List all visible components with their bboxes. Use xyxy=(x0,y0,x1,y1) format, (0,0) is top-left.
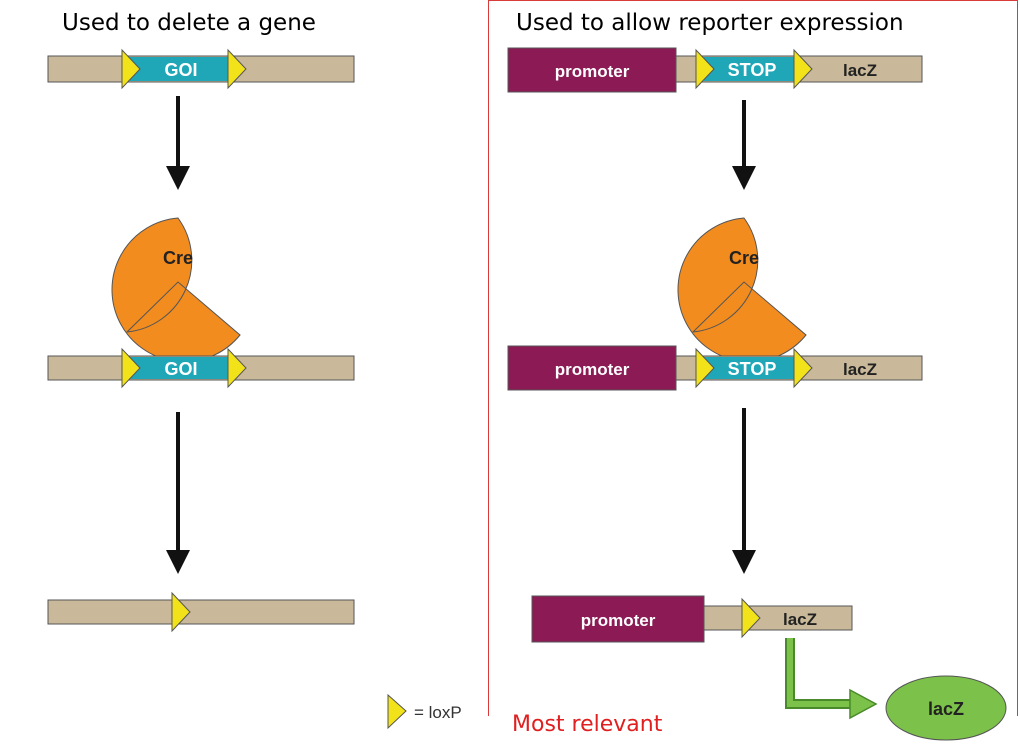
promoter-label: promoter xyxy=(555,360,630,379)
loxp-icon xyxy=(741,597,761,639)
lacz-label: lacZ xyxy=(843,360,877,379)
stop-segment xyxy=(704,57,798,81)
loxp-legend-icon xyxy=(387,693,407,730)
loxp-icon xyxy=(793,48,813,90)
promoter-label: promoter xyxy=(555,62,630,81)
dna-strand xyxy=(47,599,355,625)
arrowhead-icon xyxy=(732,550,756,574)
loxp-legend-label: = loxP xyxy=(414,703,462,722)
loxp-icon xyxy=(793,347,813,389)
cre-label: Cre xyxy=(729,248,759,268)
promoter-label: promoter xyxy=(581,611,656,630)
most-relevant-annotation: Most relevant xyxy=(512,712,663,737)
loxp-icon xyxy=(121,347,141,389)
lacz-label: lacZ xyxy=(783,610,817,629)
right-dna-row-3: promoter lacZ xyxy=(531,595,853,643)
lacz-product-label: lacZ xyxy=(928,699,964,719)
right-dna-row-1: promoter STOP lacZ xyxy=(507,47,923,93)
arrowhead-icon xyxy=(166,166,190,190)
arrowhead-icon xyxy=(732,166,756,190)
loxp-icon xyxy=(121,48,141,90)
promoter-block xyxy=(507,345,677,391)
left-dna-row-2: GOI xyxy=(47,347,355,389)
arrowhead-icon xyxy=(166,550,190,574)
right-dna-row-2: promoter STOP lacZ xyxy=(507,345,923,391)
right-panel-frame xyxy=(488,0,1018,716)
arrowhead-icon xyxy=(849,688,878,720)
loxp-icon xyxy=(227,48,247,90)
stop-label: STOP xyxy=(728,60,777,80)
goi-segment xyxy=(130,357,234,379)
cre-enzyme-icon xyxy=(111,217,241,363)
loxp-icon xyxy=(695,48,715,90)
cre-label: Cre xyxy=(163,248,193,268)
promoter-block xyxy=(507,47,677,93)
stop-label: STOP xyxy=(728,359,777,379)
left-dna-row-3 xyxy=(47,591,355,633)
loxp-icon xyxy=(695,347,715,389)
right-panel-heading: Used to allow reporter expression xyxy=(516,10,904,36)
dna-strand xyxy=(699,605,853,631)
lacz-product-icon xyxy=(885,675,1007,741)
cre-enzyme-icon xyxy=(677,217,807,363)
goi-segment xyxy=(130,57,234,81)
left-dna-row-1: GOI xyxy=(47,48,355,90)
lacz-label: lacZ xyxy=(843,61,877,80)
promoter-block xyxy=(531,595,705,643)
loxp-icon xyxy=(171,591,191,633)
stop-segment xyxy=(704,357,798,379)
left-panel-heading: Used to delete a gene xyxy=(62,10,316,36)
goi-label: GOI xyxy=(164,359,197,379)
expression-arrow xyxy=(787,638,852,707)
goi-label: GOI xyxy=(164,60,197,80)
expression-arrow-outline xyxy=(785,638,852,709)
loxp-icon xyxy=(227,347,247,389)
